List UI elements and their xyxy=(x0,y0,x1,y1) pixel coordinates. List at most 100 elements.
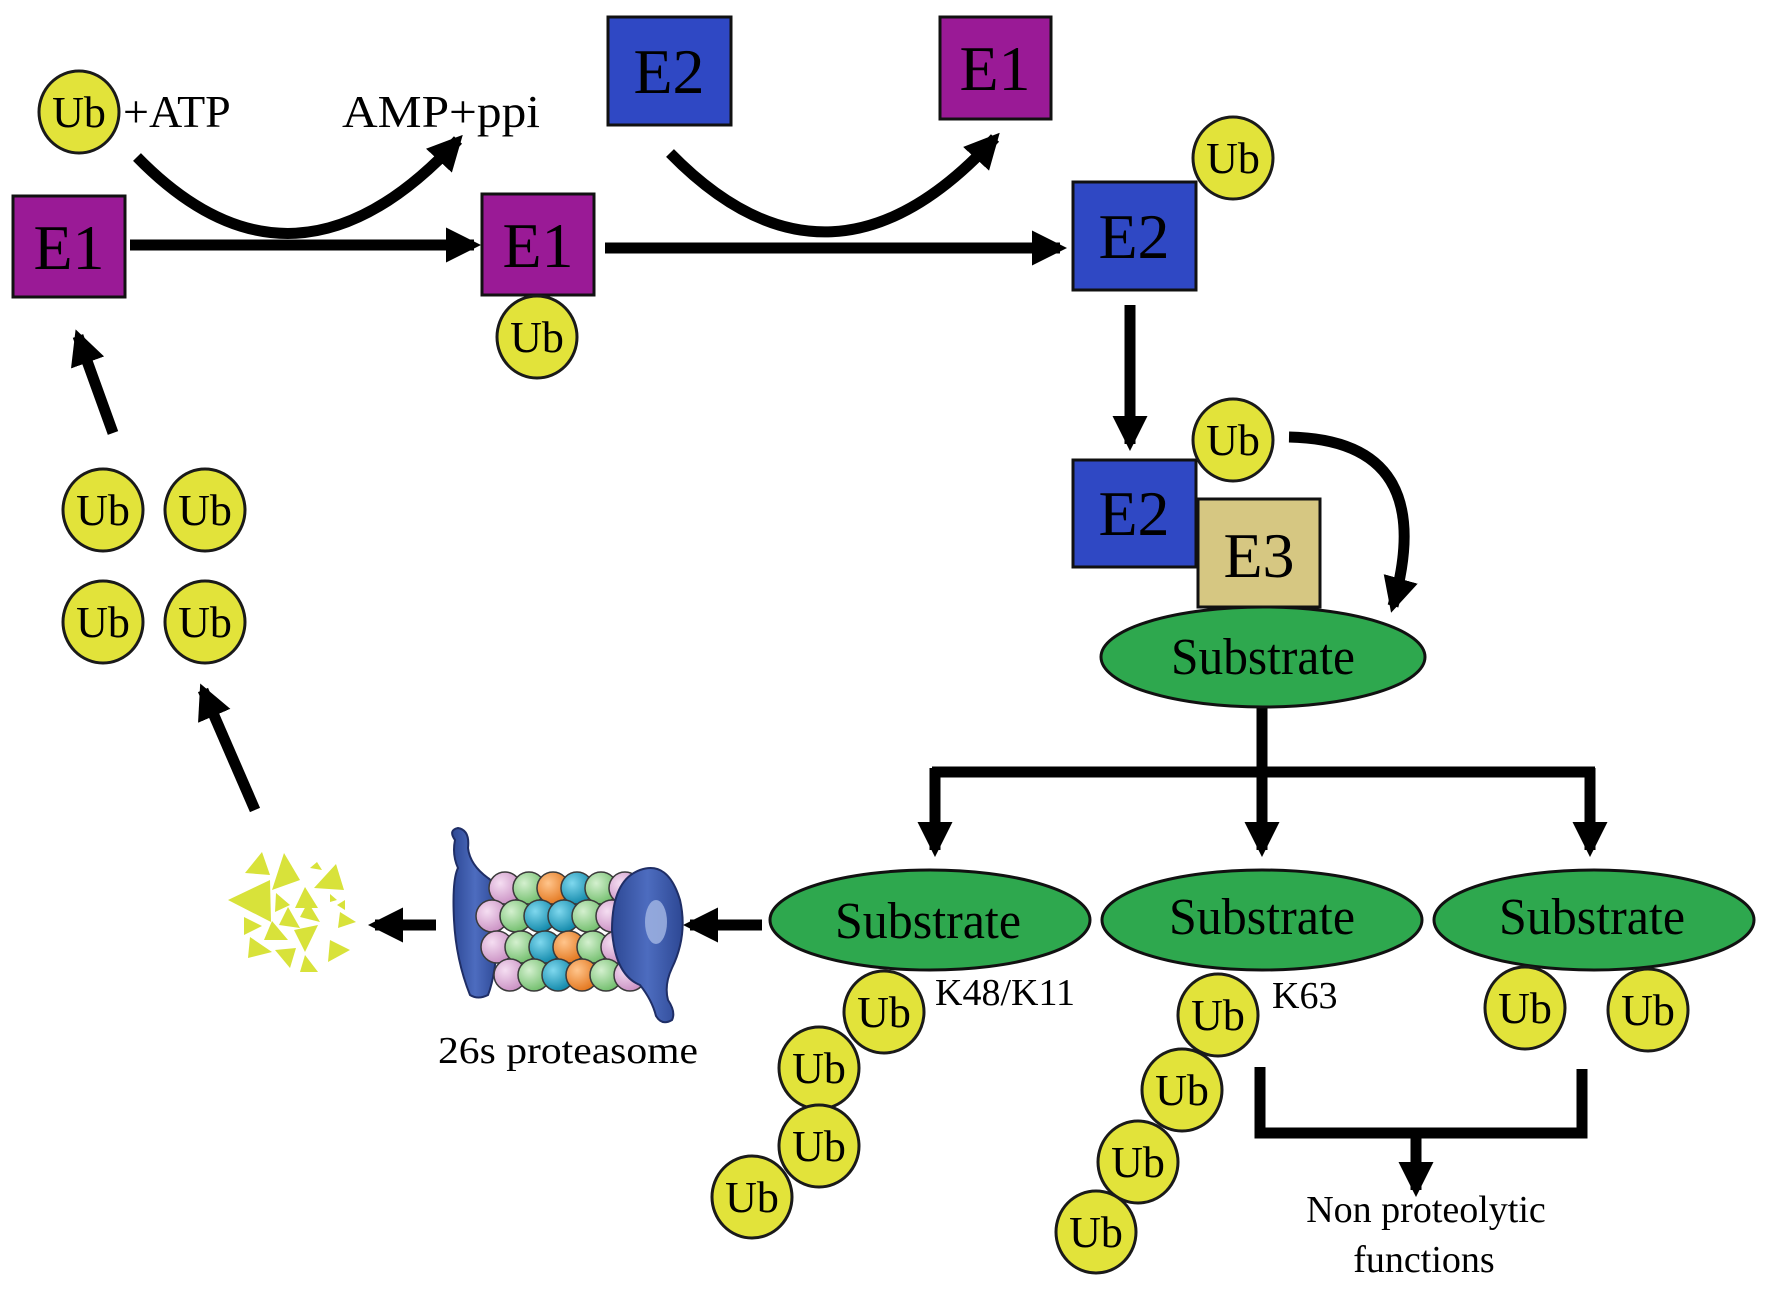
ub-circle xyxy=(842,969,926,1055)
substrate-target: Substrate xyxy=(1099,605,1427,709)
proteasome-right-cap xyxy=(610,867,684,1024)
peptide-fragment xyxy=(300,955,318,972)
e2-e3-complex: E2 E3 xyxy=(1071,458,1322,609)
proteasome-core-spheres xyxy=(475,871,647,992)
ub-on-e2: Ub xyxy=(1191,115,1275,201)
ub-label: Ub xyxy=(1621,986,1675,1035)
peptide-fragment xyxy=(275,948,296,968)
substrate-label: Substrate xyxy=(1169,889,1355,946)
ub-label: Ub xyxy=(510,313,564,362)
ub-circle xyxy=(163,467,247,553)
ub-k63-chain: Ub xyxy=(1176,972,1260,1058)
k48-k11-label: K48/K11 xyxy=(935,972,1075,1014)
ub-k48-chain: Ub xyxy=(842,969,926,1055)
e1-ub-complex: E1 xyxy=(480,192,596,297)
ub-free-atp: Ub xyxy=(37,69,121,155)
e1-free: E1 xyxy=(11,194,127,299)
ub-label: Ub xyxy=(792,1122,846,1171)
ub-k63-chain: Ub xyxy=(1140,1047,1224,1133)
peptide-fragment xyxy=(244,917,262,935)
ub-circle xyxy=(61,579,145,665)
ub-circle xyxy=(1176,972,1260,1058)
plus-atp-label: +ATP xyxy=(123,86,231,137)
ub-circle xyxy=(61,467,145,553)
proteasome-cap-opening xyxy=(645,900,667,944)
peptide-fragment xyxy=(295,887,318,908)
peptide-fragment xyxy=(272,853,300,890)
ub-k48-chain: Ub xyxy=(710,1154,794,1240)
e1-released: E1 xyxy=(938,15,1053,121)
e2-label: E2 xyxy=(633,36,704,107)
peptide-fragments-icon xyxy=(228,852,356,972)
ub-circle xyxy=(1191,115,1275,201)
ub-circle xyxy=(1606,967,1690,1053)
arrows xyxy=(71,132,1608,1198)
arrow-ub-to-e1 xyxy=(71,329,119,435)
ub-label: Ub xyxy=(1206,134,1260,183)
substrate-k48: Substrate xyxy=(768,868,1092,972)
peptide-fragment xyxy=(275,893,290,912)
ub-recycled: Ub xyxy=(61,467,145,553)
non-proteolytic-label-line1: Non proteolytic xyxy=(1306,1189,1546,1231)
ub-label: Ub xyxy=(1191,991,1245,1040)
ub-recycled: Ub xyxy=(61,579,145,665)
ub-label: Ub xyxy=(1206,416,1260,465)
peptide-fragment xyxy=(337,900,345,910)
e1-box xyxy=(11,194,127,299)
e3-box xyxy=(1196,497,1322,609)
ub-label: Ub xyxy=(857,988,911,1037)
substrate-mono: Substrate xyxy=(1432,868,1756,972)
ub-circle xyxy=(1140,1047,1224,1133)
ub-label: Ub xyxy=(792,1044,846,1093)
arrow-e2-e1-curve xyxy=(666,132,1000,238)
ub-on-e2-e3: Ub xyxy=(1191,397,1275,483)
e1-label: E1 xyxy=(502,210,573,281)
ub-recycled: Ub xyxy=(163,467,247,553)
proteasome-label: 26s proteasome xyxy=(438,1030,698,1072)
e2-label: E2 xyxy=(1098,478,1169,549)
arrow-atp-curve xyxy=(133,134,463,239)
peptide-fragment xyxy=(245,852,270,875)
e2-ub-complex: E2 xyxy=(1071,180,1198,292)
ub-k63-chain: Ub xyxy=(1096,1119,1180,1205)
e1-box xyxy=(938,15,1053,121)
ub-circle xyxy=(777,1103,861,1189)
peptide-fragment xyxy=(228,880,271,922)
substrate-label: Substrate xyxy=(835,893,1021,950)
e3-label: E3 xyxy=(1223,520,1294,591)
ub-label: Ub xyxy=(1069,1208,1123,1257)
ub-circle xyxy=(710,1154,794,1240)
arrow-ub-to-substrate xyxy=(1288,431,1418,613)
peptide-fragment xyxy=(330,894,337,902)
k63-label: K63 xyxy=(1272,975,1337,1017)
non-proteolytic-label-line2: functions xyxy=(1353,1239,1494,1281)
ub-label: Ub xyxy=(76,598,130,647)
substrate-label: Substrate xyxy=(1499,889,1685,946)
ub-circle xyxy=(1191,397,1275,483)
peptide-fragment xyxy=(310,862,322,870)
ub-label: Ub xyxy=(76,486,130,535)
substrate-ellipse xyxy=(768,868,1092,972)
substrate-ellipse xyxy=(1099,605,1427,709)
ub-circle xyxy=(495,294,579,380)
ub-circle xyxy=(163,579,247,665)
amp-ppi-label: AMP+ppi xyxy=(342,86,540,137)
e2-label: E2 xyxy=(1098,201,1169,272)
e1-box xyxy=(480,192,596,297)
ub-k63-chain: Ub xyxy=(1054,1189,1138,1275)
ub-mono: Ub xyxy=(1483,965,1567,1051)
e2-box xyxy=(1071,458,1198,569)
ub-label: Ub xyxy=(1498,984,1552,1033)
ub-label: Ub xyxy=(178,486,232,535)
arrow-fragments-to-ub xyxy=(197,683,261,813)
substrate-ellipse xyxy=(1100,868,1424,972)
bracket-non-proteolytic xyxy=(1254,1067,1588,1139)
ub-k48-chain: Ub xyxy=(777,1025,861,1111)
ub-recycled: Ub xyxy=(163,579,247,665)
peptide-fragment xyxy=(294,925,318,952)
substrate-ellipse xyxy=(1432,868,1756,972)
peptide-fragment xyxy=(338,912,356,928)
